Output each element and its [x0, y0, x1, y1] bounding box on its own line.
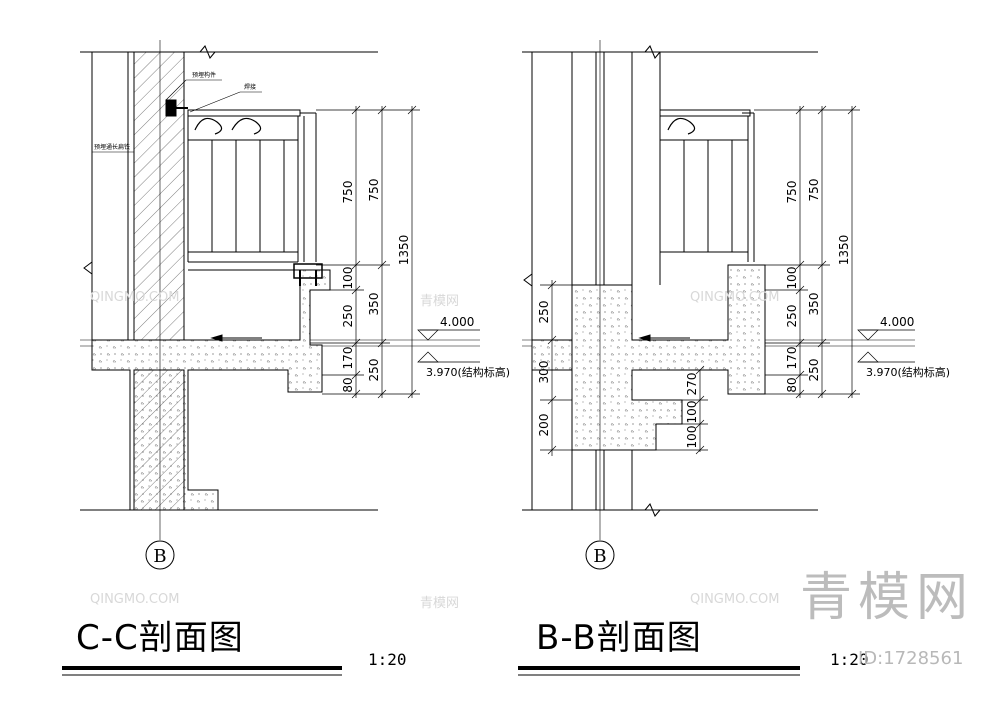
left-level-bottom: 3.970(结构标高): [426, 365, 510, 379]
left-scale: 1:20: [368, 650, 407, 669]
left-dim-inner-170: 170: [341, 347, 355, 370]
left-dim-mid-350: 350: [367, 293, 381, 316]
watermark-text: QINGMO.COM: [690, 592, 780, 607]
right-level-top: 4.000: [880, 315, 914, 329]
right-dim-inner-750: 750: [785, 181, 799, 204]
section-b-b: [518, 40, 915, 676]
left-dim-mid-750: 750: [367, 179, 381, 202]
right-dim-mid-350: 350: [807, 293, 821, 316]
brand-watermark: 青模网: [800, 568, 975, 628]
left-section-title: C-C剖面图: [76, 618, 244, 658]
right-dim-left-300: 300: [537, 361, 551, 384]
left-dim-mid-250: 250: [367, 359, 381, 382]
left-note-embedded: 预埋构件: [192, 71, 216, 79]
right-dim-wall-270: 270: [685, 373, 699, 396]
right-dim-inner-80: 80: [785, 377, 799, 392]
right-axis-label: B: [593, 546, 606, 567]
watermark-text: 青模网: [420, 596, 460, 611]
left-note-weld: 焊接: [244, 83, 256, 91]
left-dim-inner-80: 80: [341, 377, 355, 392]
left-dim-inner-100: 100: [341, 267, 355, 290]
section-c-c: [62, 40, 480, 676]
watermark-text: QINGMO.COM: [690, 290, 780, 305]
right-dim-mid-250: 250: [807, 359, 821, 382]
right-section-title: B-B剖面图: [536, 618, 702, 658]
right-dim-left-200: 200: [537, 414, 551, 437]
right-level-bottom: 3.970(结构标高): [866, 365, 950, 379]
right-dim-inner-100: 100: [785, 267, 799, 290]
right-dim-left-250: 250: [537, 301, 551, 324]
left-dim-inner-250: 250: [341, 305, 355, 328]
right-dim-inner-170: 170: [785, 347, 799, 370]
right-dim-outer-1350: 1350: [837, 235, 851, 266]
left-dim-outer-1350: 1350: [397, 235, 411, 266]
right-dim-inner-250: 250: [785, 305, 799, 328]
left-axis-label: B: [153, 546, 166, 567]
watermark-text: 青模网: [420, 294, 460, 309]
left-level-top: 4.000: [440, 315, 474, 329]
left-note-flat-iron: 预埋通长扁铁: [94, 143, 130, 151]
watermark-text: QINGMO.COM: [90, 592, 180, 607]
right-scale: 1:20: [830, 650, 869, 669]
id-watermark: ID:1728561: [858, 648, 964, 669]
left-dim-inner-750: 750: [341, 181, 355, 204]
right-dim-mid-750: 750: [807, 179, 821, 202]
right-dim-wall-100b: 100: [685, 426, 699, 449]
right-dim-wall-100a: 100: [685, 401, 699, 424]
watermark-text: QINGMO.COM: [90, 290, 180, 305]
